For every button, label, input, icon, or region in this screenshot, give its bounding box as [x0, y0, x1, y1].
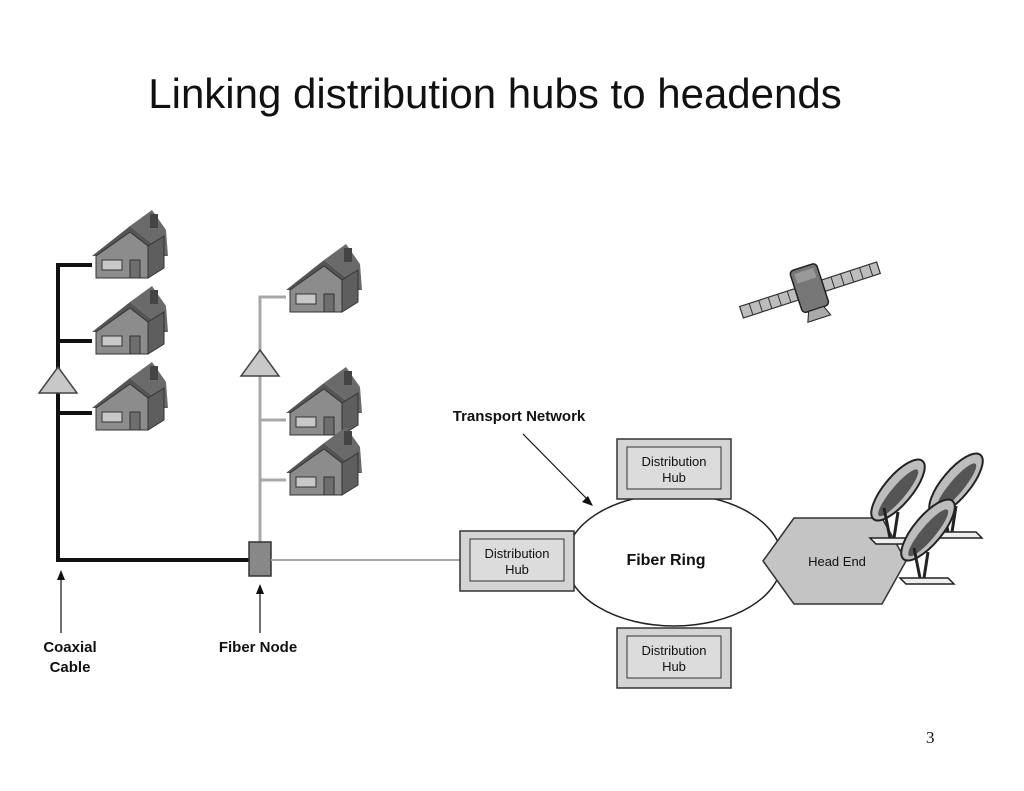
fiber-ring-label: Fiber Ring: [626, 552, 705, 569]
amplifier-icon: [239, 348, 281, 377]
coaxial-network: [37, 209, 250, 562]
house-icon: [91, 285, 169, 355]
head-end-label: Head End: [808, 554, 866, 569]
distribution-hub-bottom: Distribution Hub: [616, 627, 732, 689]
amplifier-icon: [37, 365, 79, 394]
slide-title: Linking distribution hubs to headends: [148, 70, 842, 117]
transport-network-label: Transport Network: [453, 408, 586, 425]
fiber-branch: [239, 243, 363, 548]
house-icon: [285, 366, 363, 436]
distribution-hub-left: Distribution Hub: [459, 530, 575, 592]
fiber-node-label: Fiber Node: [219, 639, 297, 656]
house-icon: [91, 209, 169, 279]
coaxial-cable-label: Cable: [50, 659, 91, 676]
coaxial-cable-label: Coaxial: [43, 639, 96, 656]
hub-label: Hub: [662, 470, 686, 485]
hub-label: Hub: [505, 562, 529, 577]
hub-label: Distribution: [641, 454, 706, 469]
page-number: 3: [926, 728, 935, 747]
hub-label: Hub: [662, 659, 686, 674]
hub-label: Distribution: [484, 546, 549, 561]
house-icon: [285, 243, 363, 313]
house-icon: [91, 361, 169, 431]
satellite-icon: [738, 261, 882, 323]
house-icon: [285, 426, 363, 496]
distribution-hub-top: Distribution Hub: [616, 438, 732, 500]
hub-label: Distribution: [641, 643, 706, 658]
fiber-node-icon: [248, 541, 272, 577]
